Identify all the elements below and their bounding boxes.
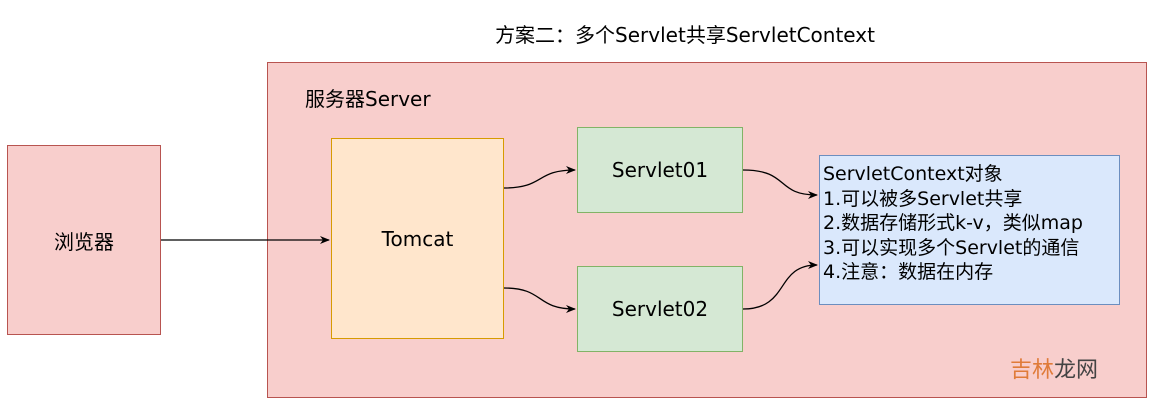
tomcat-node: Tomcat (331, 138, 504, 339)
browser-label: 浏览器 (54, 229, 114, 254)
context-point-1: 1.可以被多Servlet共享 (823, 187, 1023, 210)
context-point-3: 3.可以实现多个Servlet的通信 (823, 236, 1080, 259)
tomcat-label: Tomcat (381, 226, 454, 251)
watermark-part2: 龙网 (1054, 358, 1099, 383)
context-point-2: 2.数据存储形式k-v，类似map (823, 212, 1083, 234)
arrow-servlet02-to-context (742, 261, 818, 310)
server-label: 服务器Server (305, 87, 431, 111)
servlet01-node: Servlet01 (577, 127, 743, 213)
arrow-servlet01-to-context (742, 169, 818, 199)
context-point-4: 4.注意：数据在内存 (823, 261, 994, 283)
browser-node: 浏览器 (7, 145, 161, 335)
arrow-tomcat-to-servlet01 (503, 166, 576, 189)
context-title: ServletContext对象 (823, 163, 1003, 185)
arrow-tomcat-to-servlet02 (503, 287, 576, 313)
watermark: 吉林龙网 (1010, 354, 1098, 388)
servlet02-node: Servlet02 (577, 266, 743, 352)
servlet-context-node: ServletContext对象 1.可以被多Servlet共享 2.数据存储形… (819, 155, 1120, 305)
servlet02-label: Servlet02 (611, 297, 709, 321)
servlet01-label: Servlet01 (611, 158, 709, 182)
diagram-title: 方案二：多个Servlet共享ServletContext (495, 23, 875, 47)
watermark-part1: 吉林 (1010, 358, 1055, 383)
